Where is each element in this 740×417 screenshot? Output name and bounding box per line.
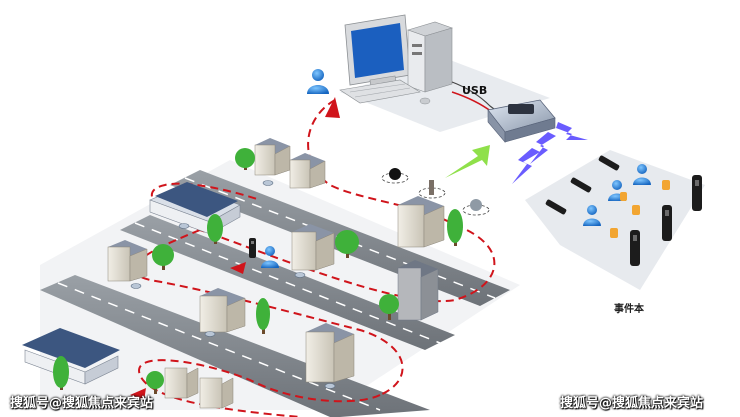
patrol-stick-icons-vertical (630, 175, 702, 266)
computer-workstation (339, 14, 550, 132)
stick-diag-1 (598, 155, 620, 171)
tree-4 (335, 230, 359, 258)
building-middle-2 (199, 288, 246, 333)
pc-tower-icon (407, 21, 453, 93)
wireless-waves (512, 122, 588, 184)
stick-vert-2 (662, 205, 672, 241)
tag-icons (610, 180, 670, 238)
patrol-stick-icons-diagonal (545, 155, 620, 215)
wireless-link-icon (445, 145, 490, 178)
tree-8 (53, 356, 69, 390)
stick-diag-2 (570, 177, 592, 193)
checkpoint-markers-top (381, 168, 490, 216)
tree-2 (207, 214, 223, 244)
tag-icon-1 (662, 180, 670, 190)
tree-5 (447, 209, 463, 246)
building-villa-top (149, 182, 241, 235)
buildings (22, 138, 445, 409)
wave-1 (530, 132, 556, 164)
reader-post-icon (429, 180, 434, 195)
route-arrows (130, 97, 340, 401)
route-arrow-3 (130, 388, 146, 401)
building-middle-1 (291, 224, 335, 271)
route-arrow-2 (230, 262, 246, 274)
person-icon-street (261, 246, 279, 268)
watermark-right: 搜狐号@搜狐焦点来宾站 (560, 396, 704, 411)
person-icon-operator (307, 69, 329, 94)
route-arrow-1 (325, 97, 340, 118)
building-tower-top-1 (254, 138, 291, 176)
usb-label: USB (462, 84, 488, 97)
trees (53, 148, 463, 394)
tree-6 (256, 298, 270, 334)
checkpoint-3 (130, 283, 142, 289)
stick-diag-3 (545, 199, 567, 215)
event-book-panel (525, 150, 705, 290)
mouse-icon (419, 97, 431, 105)
keyboard-icon (339, 79, 421, 104)
building-left-1 (107, 240, 148, 282)
building-tower-dark (397, 260, 439, 321)
checkpoint-4 (294, 272, 306, 278)
stick-vert-3 (630, 230, 640, 266)
event-book-label: 事件本 (614, 304, 644, 315)
wave-2 (512, 148, 540, 184)
building-tower-bottom (305, 323, 355, 383)
road-middle-1 (120, 215, 455, 350)
tag-icon-4 (620, 192, 627, 201)
watermark-left: 搜狐号@搜狐焦点来宾站 (10, 396, 154, 411)
black-point-icon (389, 168, 401, 180)
building-bottom-small-2 (199, 377, 234, 409)
building-tower-center (397, 196, 445, 248)
tree-7 (379, 294, 399, 320)
gray-point-icon (470, 199, 482, 211)
checkpoint-6 (324, 383, 336, 389)
route-upper-arc (307, 99, 456, 226)
data-reader-device (487, 99, 556, 143)
tree-3 (152, 244, 174, 270)
person-icon-panel-3 (583, 205, 601, 226)
tag-icon-3 (610, 228, 618, 238)
tag-icon-2 (632, 205, 640, 215)
checkpoint-2 (178, 223, 190, 229)
wave-3 (556, 122, 588, 140)
checkpoints (130, 180, 336, 389)
tree-1 (235, 148, 255, 170)
checkpoint-5 (204, 331, 216, 337)
route-loop-1 (150, 182, 496, 303)
person-icon-panel-1 (633, 164, 651, 185)
checkpoint-1 (262, 180, 274, 186)
patrol-stick-icon-street (249, 238, 256, 258)
tree-9 (146, 371, 164, 394)
panel-base (525, 150, 705, 290)
building-tower-top-2 (289, 153, 326, 189)
stick-vert-1 (692, 175, 702, 211)
building-bottom-small-1 (164, 367, 199, 399)
